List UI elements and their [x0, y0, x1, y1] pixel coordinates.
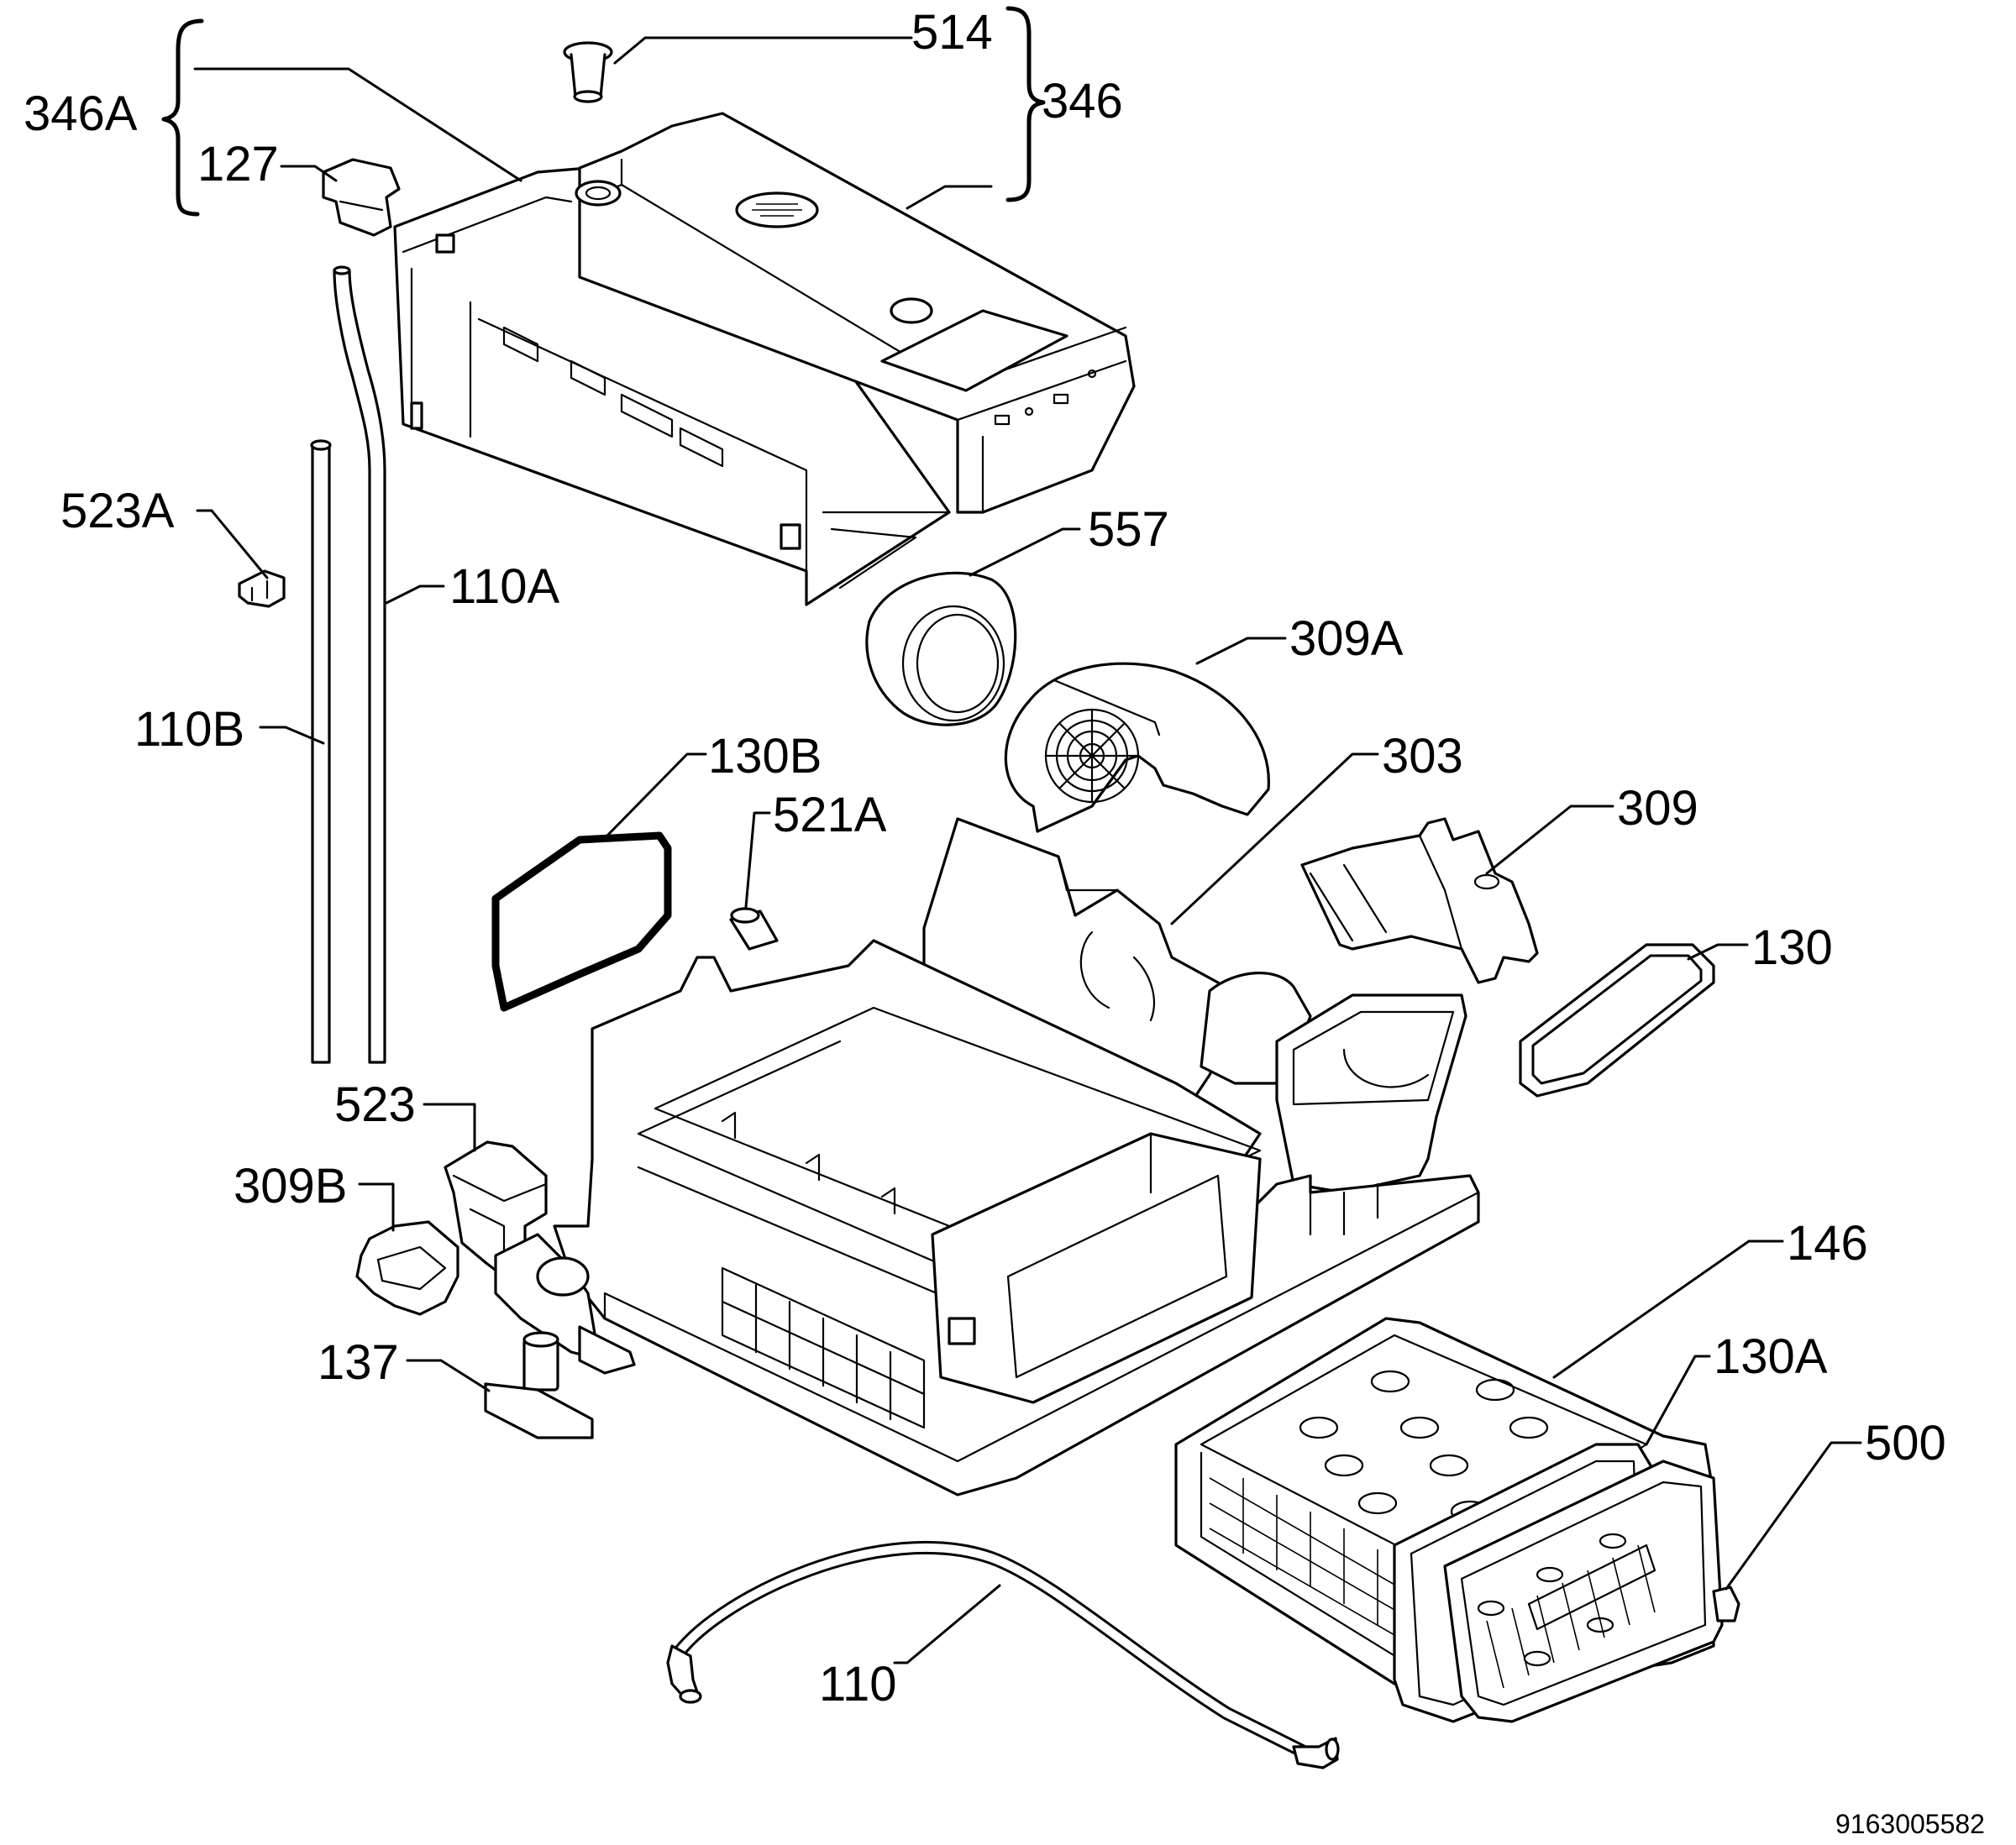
part-127-clip [322, 158, 401, 237]
label-303: 303 [1382, 729, 1463, 784]
part-303-base-assembly [553, 817, 1480, 1496]
label-110B: 110B [134, 702, 244, 757]
leader-lines [193, 36, 1862, 1664]
part-309-duct [1300, 817, 1539, 984]
callout-labels: 514 346 346A 127 523A 110A 557 309A 110B… [24, 5, 1985, 1839]
label-500: 500 [1865, 1416, 1946, 1470]
bracket-346 [1005, 6, 1046, 202]
part-130B-gasket [491, 831, 672, 1012]
label-514: 514 [911, 5, 993, 60]
part-523A-clip [238, 569, 286, 608]
part-110B-hose [310, 439, 332, 1064]
label-309: 309 [1617, 781, 1698, 836]
part-500-front-grille [1443, 1460, 1740, 1723]
part-137-block [484, 1331, 594, 1439]
label-309B: 309B [234, 1159, 347, 1213]
part-309A-fan-cover [1004, 662, 1270, 833]
label-110A: 110A [449, 559, 559, 614]
label-110: 110 [819, 1657, 896, 1711]
label-346: 346 [1042, 74, 1123, 128]
part-521A-sleeve [729, 907, 779, 951]
label-127: 127 [197, 137, 279, 191]
label-521A: 521A [773, 788, 887, 842]
part-130-gasket [1519, 943, 1715, 1098]
part-309B-bracket [355, 1220, 459, 1316]
label-130: 130 [1751, 920, 1833, 975]
part-110-drain-hose [666, 1540, 1340, 1769]
label-557: 557 [1088, 502, 1169, 557]
part-346-container-assembly [393, 112, 1136, 606]
label-309A: 309A [1289, 611, 1404, 666]
label-146: 146 [1787, 1216, 1868, 1271]
bracket-346A [161, 18, 204, 217]
label-523A: 523A [60, 484, 175, 538]
part-514-cap [563, 41, 613, 103]
label-346A: 346A [24, 86, 138, 141]
label-130B: 130B [708, 729, 822, 784]
part-110A-hose [333, 265, 386, 1064]
label-137: 137 [318, 1335, 399, 1390]
document-number: 9163005582 [1835, 1809, 1985, 1839]
label-130A: 130A [1714, 1329, 1828, 1384]
part-557-ring [865, 571, 1017, 726]
label-523: 523 [334, 1077, 416, 1132]
part-pump-motor [494, 1233, 636, 1375]
